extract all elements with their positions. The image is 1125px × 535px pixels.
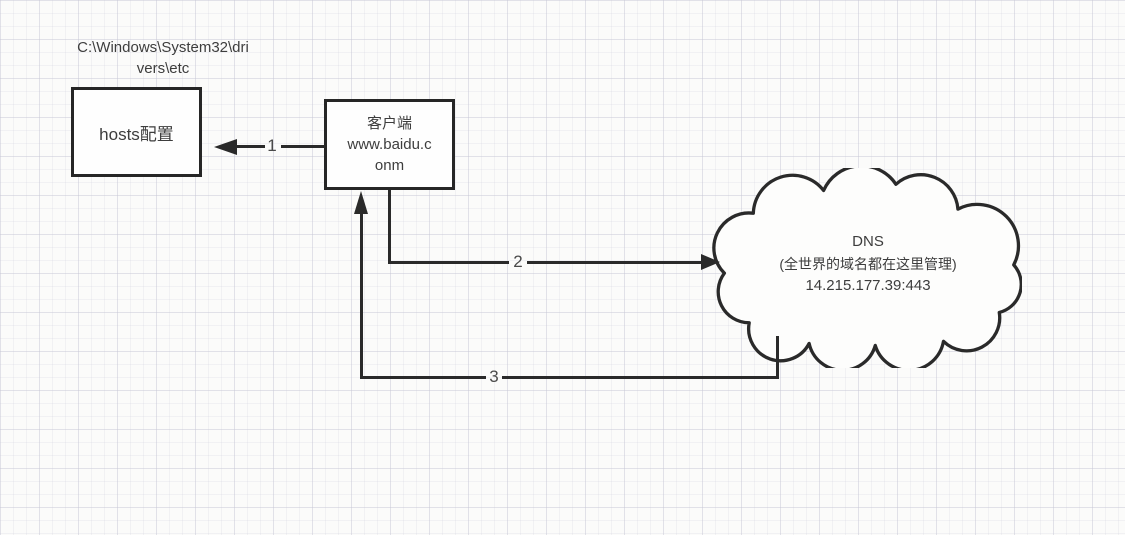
- dns-cloud-subtitle: (全世界的域名都在这里管理): [779, 256, 957, 272]
- dns-cloud-title: DNS: [852, 233, 884, 250]
- dns-cloud-ip: 14.215.177.39:443: [805, 277, 931, 294]
- client-label-line3: onm: [374, 157, 405, 174]
- hosts-file-path-label: C:\Windows\System32\dri vers\etc: [38, 37, 288, 79]
- hosts-file-path-line1: C:\Windows\System32\dri: [77, 39, 249, 56]
- hosts-file-path-line2: vers\etc: [136, 60, 190, 77]
- dns-cloud-shape: [712, 168, 1022, 368]
- arrow-2-segment: [527, 261, 701, 264]
- arrow-3-head-icon: [354, 191, 368, 214]
- hosts-config-node: hosts配置: [71, 87, 202, 177]
- arrow-2-segment: [388, 261, 509, 264]
- arrow-3-segment: [360, 213, 363, 379]
- dns-cloud-label: DNS (全世界的域名都在这里管理) 14.215.177.39:443: [722, 231, 1014, 297]
- client-node: 客户端 www.baidu.c onm: [324, 99, 455, 190]
- arrow-1-head-icon: [214, 139, 237, 155]
- arrow-1-segment: [281, 145, 325, 148]
- arrow-3-segment: [776, 336, 779, 379]
- arrow-2-label: 2: [513, 252, 523, 271]
- arrow-2-segment: [388, 190, 391, 264]
- arrow-3-segment: [502, 376, 779, 379]
- arrow-3-segment: [360, 376, 486, 379]
- arrow-1-label: 1: [267, 136, 277, 155]
- arrow-3-label: 3: [489, 367, 499, 386]
- arrow-2-head-icon: [701, 254, 720, 270]
- arrow-1-segment: [236, 145, 265, 148]
- client-label-line1: 客户端: [366, 115, 412, 132]
- client-label-line2: www.baidu.c: [347, 136, 432, 153]
- hosts-config-label: hosts配置: [99, 124, 174, 144]
